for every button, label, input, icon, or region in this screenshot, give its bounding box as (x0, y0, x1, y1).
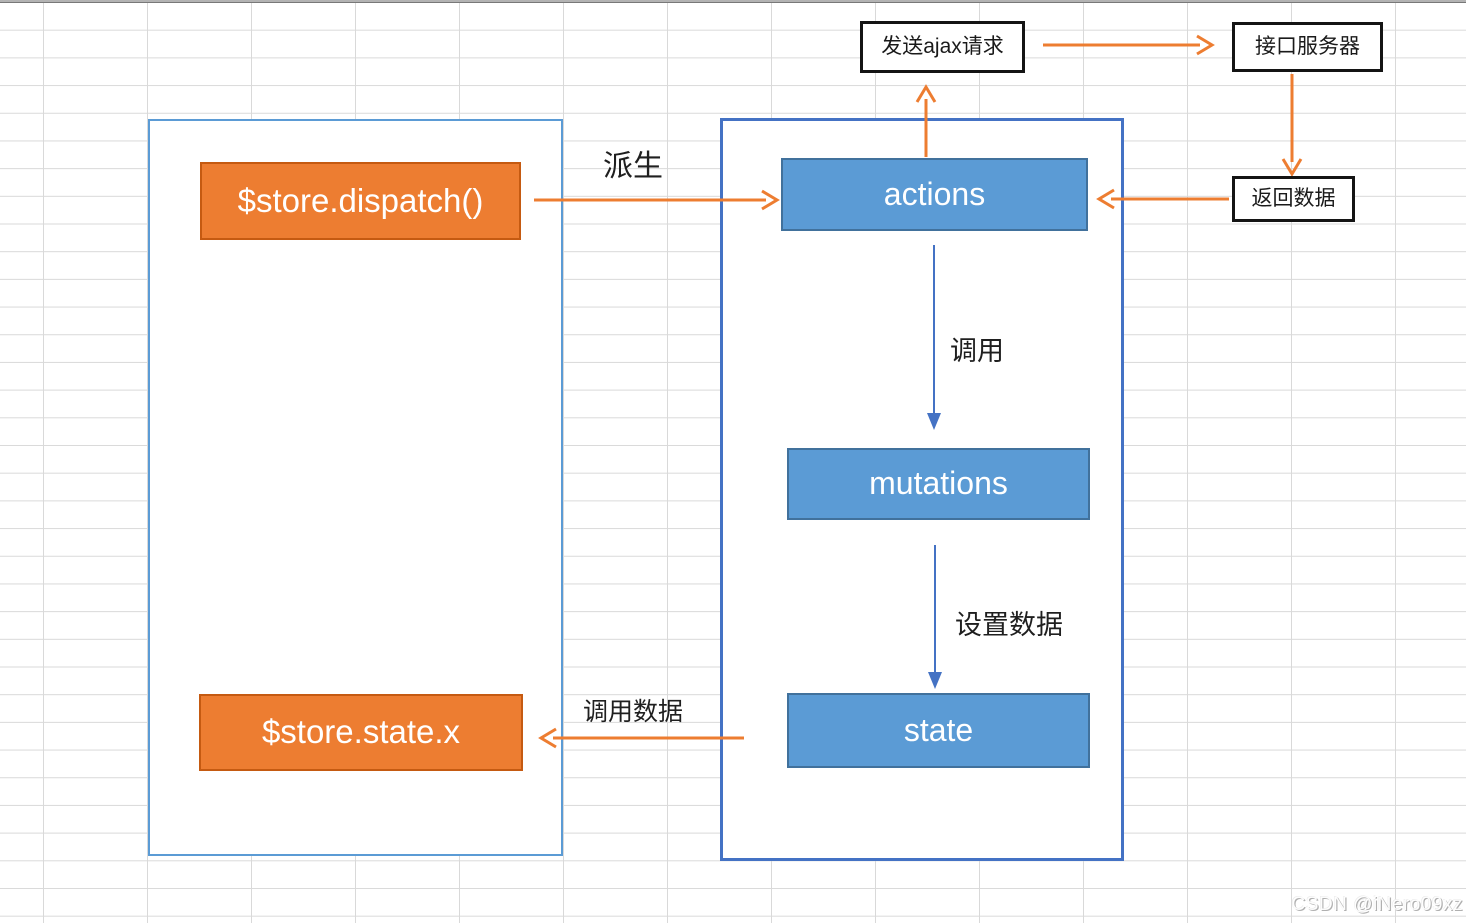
csdn-watermark: CSDN @iNero09xz (1291, 894, 1463, 915)
dispatch-node: $store.dispatch() (200, 162, 521, 240)
arrow-server-to-return (1281, 74, 1303, 177)
ajax-request-node: 发送ajax请求 (860, 21, 1025, 73)
return-data-node: 返回数据 (1232, 176, 1355, 222)
state-x-node: $store.state.x (199, 694, 523, 771)
derive-edge-label: 派生 (603, 150, 663, 183)
state-node: state (787, 693, 1090, 768)
mutations-node: mutations (787, 448, 1090, 520)
invoke-edge-label: 调用 (950, 336, 1004, 366)
arrow-state-to-statex (538, 727, 744, 749)
set-data-edge-label: 设置数据 (955, 610, 1063, 640)
read-data-edge-label: 调用数据 (583, 698, 684, 726)
api-server-node: 接口服务器 (1232, 22, 1383, 72)
spreadsheet-top-border (0, 0, 1466, 3)
actions-node: actions (781, 158, 1088, 231)
arrow-ajax-to-server (1043, 34, 1215, 56)
